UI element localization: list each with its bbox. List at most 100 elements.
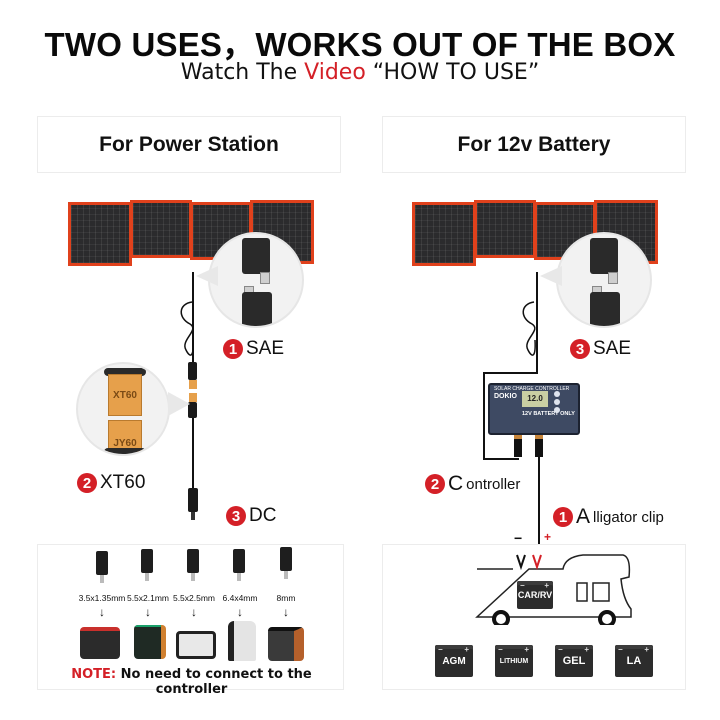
cable: [192, 272, 194, 372]
zoom-pointer: [168, 392, 190, 416]
dc-size-label: 5.5x2.5mm: [172, 593, 216, 603]
arrow-down-icon: ↓: [99, 605, 105, 619]
page-subtitle: Watch The Video “HOW TO USE”: [0, 60, 720, 85]
battery-type-agm: AGM: [435, 645, 473, 677]
dc-size-label: 6.4x4mm: [222, 593, 258, 603]
battery-type-gel: GEL: [555, 645, 593, 677]
xt60-connector-top: [189, 380, 197, 389]
page-title: TWO USES，WORKS OUT OF THE BOX: [44, 26, 676, 63]
sae-plug-top: [590, 238, 618, 274]
battery-panel: CAR/RV AGM LITHIUM GEL LA: [382, 544, 686, 690]
controller-button: [554, 391, 560, 397]
power-station-panel: 3.5x1.35mm 5.5x2.1mm 5.5x2.5mm 6.4x4mm 8…: [37, 544, 344, 697]
callout-text: lligator clip: [593, 508, 664, 526]
cable: [483, 372, 485, 460]
controller-title: SOLAR CHARGE CONTROLLER: [494, 386, 570, 392]
solar-panel-segment: [412, 202, 476, 266]
solar-panel-segment: [130, 200, 192, 258]
step-badge: 1: [553, 507, 573, 527]
cable: [483, 458, 519, 460]
xt60-housing: [188, 402, 197, 418]
power-station-icon: [228, 621, 256, 661]
rv-icon: [475, 554, 632, 625]
dc-tip-icon: [141, 549, 153, 581]
step-badge: 1: [223, 339, 243, 359]
sae-plug-bottom: [590, 292, 620, 326]
callout-first-letter: A: [576, 505, 591, 528]
cable: [483, 372, 538, 374]
dc-size-label: 8mm: [276, 593, 296, 603]
dc-tip-icon: [280, 547, 292, 579]
positive-sign: +: [544, 530, 552, 544]
zoom-pointer: [540, 266, 562, 286]
sae-plug-top: [242, 238, 270, 274]
controller-battery-text: 12V BATTERY ONLY: [522, 411, 575, 417]
dc-tip-icon: [233, 549, 245, 581]
controller-lcd: 12.0: [522, 391, 548, 407]
arrow-down-icon: ↓: [145, 605, 151, 619]
zoom-pointer: [196, 266, 218, 286]
dc-size-label: 3.5x1.35mm: [78, 593, 126, 603]
subtitle-prefix: Watch The: [180, 60, 305, 85]
arrow-down-icon: ↓: [283, 605, 289, 619]
arrow-down-icon: ↓: [191, 605, 197, 619]
callout-text: SAE: [246, 338, 285, 359]
note-label: NOTE:: [71, 667, 117, 682]
solar-panel-segment: [68, 202, 132, 266]
xt60-connector-bottom: [189, 393, 197, 402]
note-text: NOTE: No need to connect to the controll…: [38, 667, 345, 697]
video-link[interactable]: Video: [304, 60, 366, 85]
cable: [536, 272, 538, 372]
controller-button: [554, 407, 560, 413]
coiled-cable-icon: [180, 301, 194, 356]
controller-brand: DOKIO: [494, 393, 517, 400]
xt60-cap: [104, 368, 146, 376]
note-body: No need to connect to the controller: [116, 667, 312, 697]
negative-sign: −: [514, 530, 523, 546]
subtitle-suffix: “HOW TO USE”: [365, 60, 540, 85]
sae-pin: [608, 272, 618, 284]
dc-size-label: 5.5x2.1mm: [126, 593, 170, 603]
solar-panel-segment: [474, 200, 536, 258]
charge-controller: SOLAR CHARGE CONTROLLER DOKIO 12.0 12V B…: [488, 383, 580, 435]
cable: [192, 418, 194, 488]
callout-text: SAE: [593, 338, 632, 359]
callout-text: ontroller: [466, 475, 521, 493]
power-station-icon: [134, 625, 166, 659]
car-rv-battery: CAR/RV: [517, 581, 553, 609]
sae-connector: [188, 362, 197, 380]
step-badge: 3: [226, 506, 246, 526]
dc-plug: [188, 488, 198, 512]
power-station-icon: [176, 631, 216, 659]
callout-xt60: 2 XT60: [77, 472, 145, 494]
cable: [538, 457, 540, 557]
dc-tip-icon: [96, 551, 108, 583]
xt60-female: JY60: [108, 420, 142, 452]
sae-zoom-circle: [208, 232, 304, 328]
controller-plug: [514, 435, 522, 457]
controller-plug: [535, 435, 543, 457]
sae-zoom-circle: [556, 232, 652, 328]
callout-sae-right: 3 SAE: [570, 338, 631, 360]
solar-panel-image-right: [412, 200, 662, 270]
callout-text: DC: [249, 505, 277, 526]
power-station-heading: For Power Station: [37, 116, 341, 173]
battery-heading: For 12v Battery: [382, 116, 686, 173]
coiled-cable-icon: [522, 301, 536, 356]
sae-pin: [260, 272, 270, 284]
battery-type-la: LA: [615, 645, 653, 677]
sae-plug-bottom: [242, 292, 272, 326]
callout-dc: 3 DC: [226, 505, 276, 527]
step-badge: 2: [425, 474, 445, 494]
callout-first-letter: C: [448, 472, 464, 495]
step-badge: 2: [77, 473, 97, 493]
arrow-down-icon: ↓: [237, 605, 243, 619]
callout-text: XT60: [100, 472, 146, 493]
callout-sae-left: 1 SAE: [223, 338, 284, 360]
step-badge: 3: [570, 339, 590, 359]
xt60-cap: [104, 448, 146, 454]
power-station-icon: [80, 627, 120, 659]
dc-plug-tip: [191, 512, 195, 520]
